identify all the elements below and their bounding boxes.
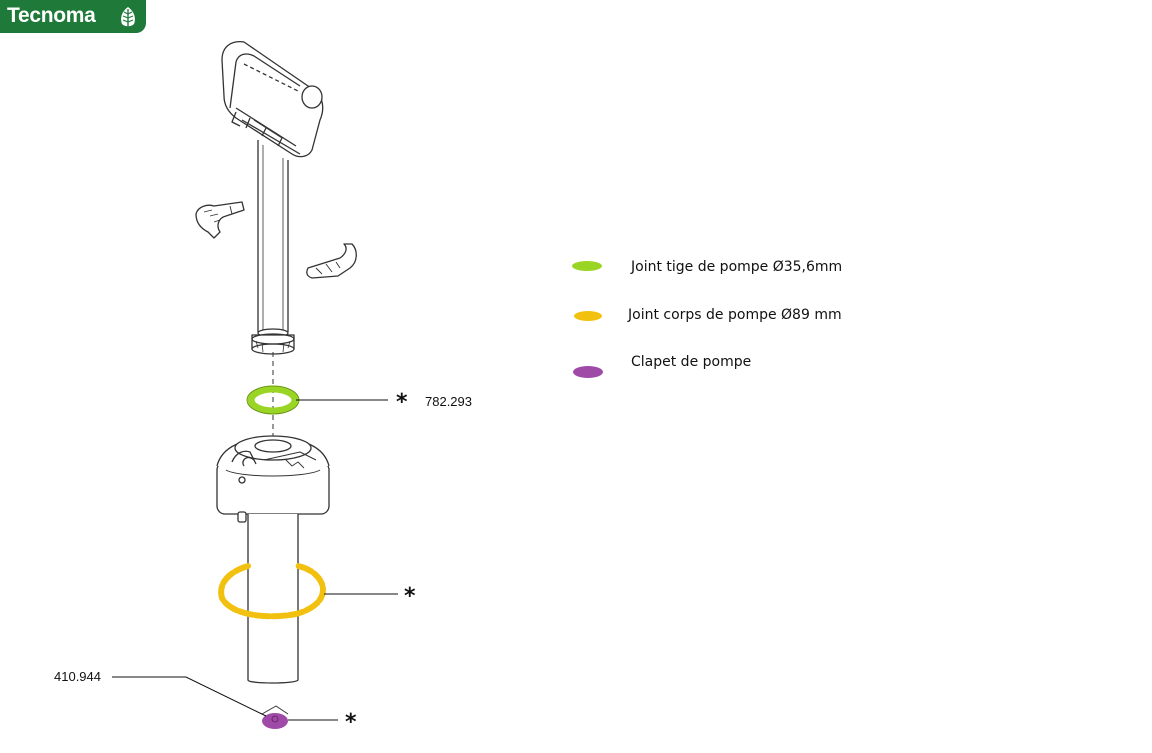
rod-seal-reference: 782.293 bbox=[425, 394, 472, 409]
rod-clip-right bbox=[306, 243, 357, 279]
pump-valve bbox=[262, 713, 288, 729]
body-seal-ring bbox=[218, 563, 326, 620]
leaf-icon bbox=[121, 7, 135, 27]
legend-swatch-yellow bbox=[574, 311, 602, 321]
legend-label-body-seal: Joint corps de pompe Ø89 mm bbox=[628, 307, 842, 323]
rod-clip-left bbox=[195, 201, 245, 239]
valve-marker: * bbox=[345, 710, 357, 735]
leader-valve-ref bbox=[112, 676, 267, 717]
brand-name: Tecnoma bbox=[7, 4, 96, 27]
valve-reference: 410.944 bbox=[54, 669, 101, 684]
pump-rod bbox=[251, 140, 295, 355]
pump-handle bbox=[221, 40, 324, 158]
body-seal-marker: * bbox=[404, 584, 416, 609]
legend-swatches bbox=[572, 261, 603, 378]
brand-logo: Tecnoma bbox=[0, 0, 146, 33]
pump-cap bbox=[216, 435, 330, 515]
legend-swatch-purple bbox=[573, 366, 603, 378]
legend-label-valve: Clapet de pompe bbox=[631, 354, 752, 370]
rod-seal-marker: * bbox=[396, 390, 408, 415]
legend-label-rod-seal: Joint tige de pompe Ø35,6mm bbox=[631, 259, 843, 275]
pump-body bbox=[237, 511, 299, 684]
legend-swatch-green bbox=[572, 261, 602, 271]
